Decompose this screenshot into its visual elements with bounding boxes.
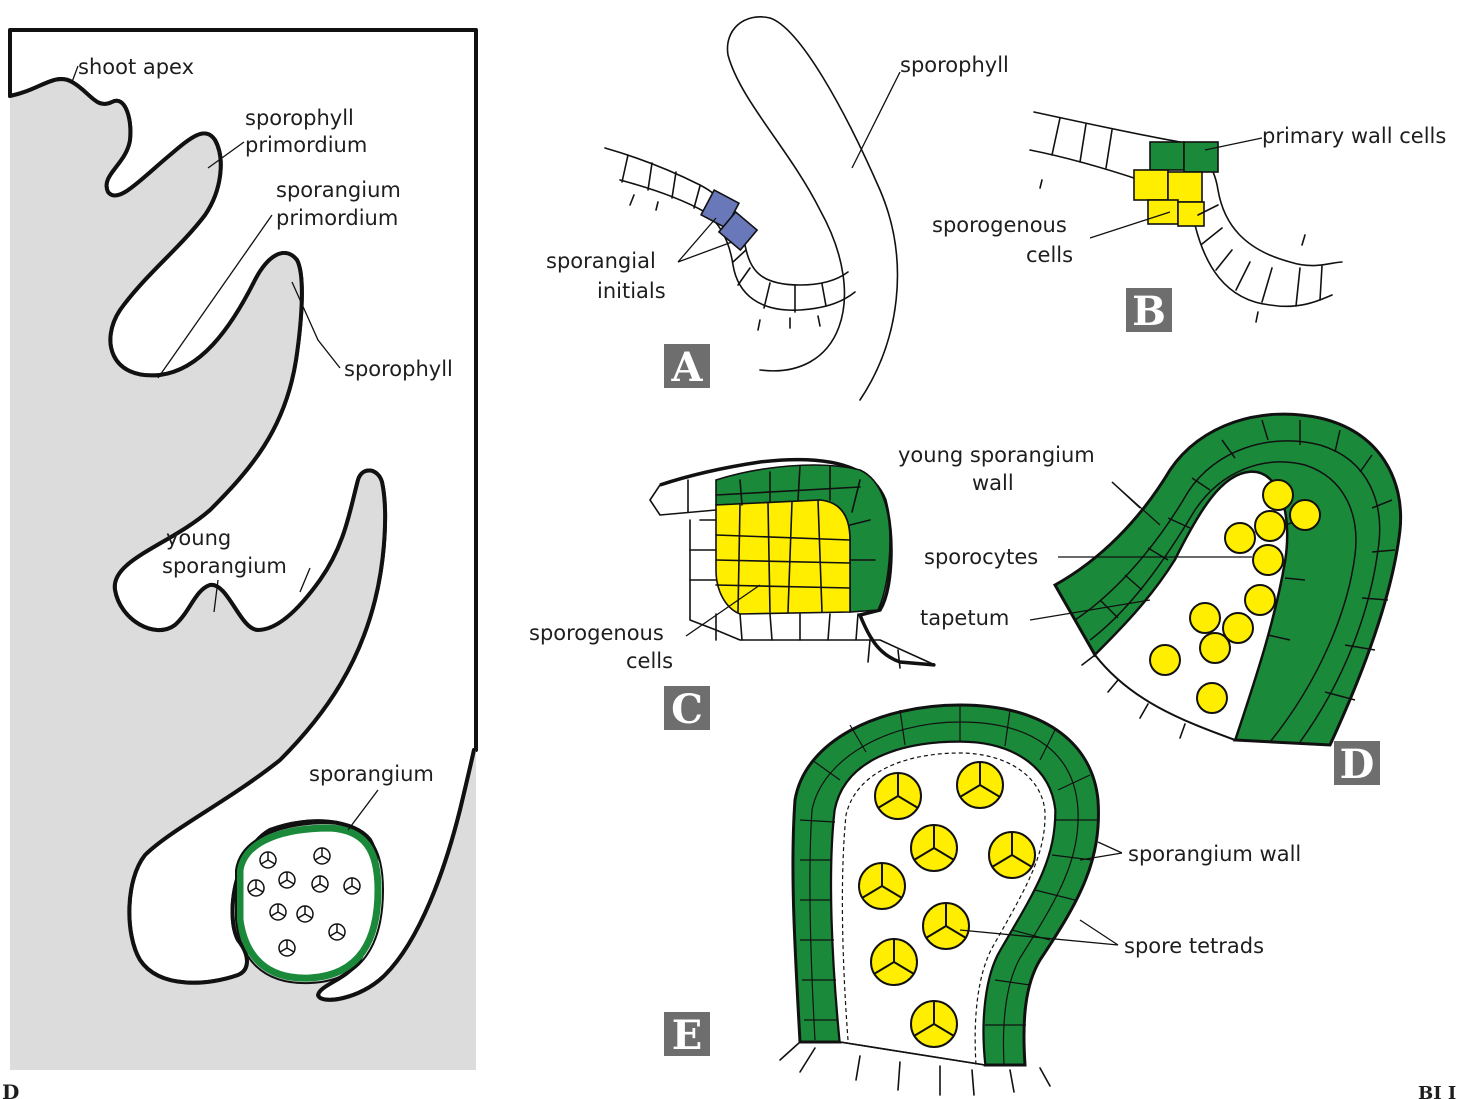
panel-b-primary-wall-cell-1 xyxy=(1150,142,1184,170)
label-young-sporangium-2: sporangium xyxy=(162,554,287,578)
panel-e-label-spore-tetrads: spore tetrads xyxy=(1124,934,1264,958)
panel-a-label-initials-2: initials xyxy=(597,279,666,303)
panel-b: primary wall cells sporogenous cells B xyxy=(932,112,1446,335)
panel-b-sporogenous-cell-3 xyxy=(1148,200,1178,224)
label-shoot-apex: shoot apex xyxy=(78,55,194,79)
corner-letter-left: D xyxy=(2,1080,19,1099)
panel-e-label-sporangium-wall: sporangium wall xyxy=(1128,842,1301,866)
panel-a-leader-3 xyxy=(852,72,900,168)
panel-e-letter: E xyxy=(672,1012,703,1059)
panel-b-letter: B xyxy=(1132,288,1166,335)
panel-c-letter: C xyxy=(671,686,703,733)
label-sporophyll-left: sporophyll xyxy=(344,357,453,381)
panel-b-sporogenous-cell-2 xyxy=(1168,172,1202,202)
panel-d-leader-wall-2 xyxy=(1112,482,1140,508)
label-sporangium-left: sporangium xyxy=(309,762,434,786)
panel-a-sporophyll-outline xyxy=(727,17,897,400)
panel-a-cell-walls xyxy=(622,155,826,330)
mature-sporangium xyxy=(240,828,378,978)
panel-d-label-wall-2: wall xyxy=(972,471,1014,495)
label-sporangium-primordium-2: primordium xyxy=(276,206,398,230)
label-sporangium-primordium-1: sporangium xyxy=(276,178,401,202)
panel-b-primary-wall-cell-2 xyxy=(1184,142,1218,172)
panel-b-label-sporogenous-1: sporogenous xyxy=(932,213,1067,237)
panel-a-letter: A xyxy=(670,344,703,391)
panel-a-label-initials-1: sporangial xyxy=(546,249,656,273)
left-shoot-figure: shoot apex sporophyll primordium sporang… xyxy=(2,30,476,1099)
panel-c-yellow-mass xyxy=(716,500,850,614)
panel-c-label-sporogenous-1: sporogenous xyxy=(529,621,664,645)
label-young-sporangium-1: young xyxy=(166,526,231,550)
panel-c: sporogenous cells C xyxy=(529,460,935,733)
panel-d-label-sporocytes: sporocytes xyxy=(924,545,1038,569)
panel-b-label-primary-wall-cells: primary wall cells xyxy=(1262,124,1446,148)
panel-d-label-tapetum: tapetum xyxy=(920,606,1009,630)
corner-text-right: BI I xyxy=(1418,1083,1456,1099)
panel-a-label-sporophyll: sporophyll xyxy=(900,53,1009,77)
panel-c-label-sporogenous-2: cells xyxy=(626,649,673,673)
panel-d-letter: D xyxy=(1340,741,1375,788)
panel-e-leader-tetrads-2 xyxy=(1080,920,1118,945)
label-sporophyll-primordium-1: sporophyll xyxy=(245,106,354,130)
label-sporophyll-primordium-2: primordium xyxy=(245,133,367,157)
panel-e: sporangium wall spore tetrads E xyxy=(664,705,1301,1095)
panel-b-leader-sporogenous xyxy=(1090,212,1170,238)
panel-b-sporogenous-cell-1 xyxy=(1134,170,1168,200)
panel-b-label-sporogenous-2: cells xyxy=(1026,243,1073,267)
panel-d-label-wall-1: young sporangium xyxy=(898,443,1095,467)
panel-a: sporophyll sporangial initials A xyxy=(546,17,1009,400)
panel-e-leader-wall-1 xyxy=(1098,842,1122,853)
